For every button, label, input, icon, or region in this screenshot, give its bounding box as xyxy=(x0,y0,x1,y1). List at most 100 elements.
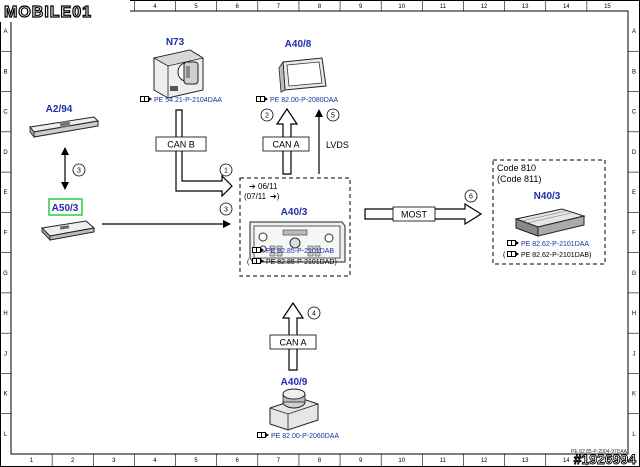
a40-9-label: A40/9 xyxy=(281,377,308,388)
connection-number-circle xyxy=(307,306,321,320)
watermark-text: #1926994 xyxy=(574,451,637,467)
n40-3-code2: (Code 811) xyxy=(497,174,541,184)
grid-column-label: 2 xyxy=(71,458,75,464)
grid-row-label: J xyxy=(4,351,7,357)
a40-3-ref2-paren: ( xyxy=(247,259,250,266)
grid-column-label: 3 xyxy=(112,458,116,464)
grid-column-label: 8 xyxy=(318,458,322,464)
n40-3-code1: Code 810 xyxy=(497,163,536,173)
a2-94-label: A2/94 xyxy=(46,104,73,115)
n40-3-label: N40/3 xyxy=(534,191,561,202)
a40-3-date1: 06/11 xyxy=(258,182,278,191)
n40-3-ref2-paren: ( xyxy=(503,252,506,259)
can-a-bottom-label: CAN A xyxy=(279,338,306,348)
frame-inner xyxy=(10,10,629,455)
grid-row-label: D xyxy=(3,150,8,156)
grid-column-label: 13 xyxy=(522,458,529,464)
arrow-right-icon: ➔) xyxy=(270,192,280,201)
grid-row-label: J xyxy=(633,351,636,357)
grid-row-label: B xyxy=(3,69,7,75)
grid-column-label: 11 xyxy=(440,4,447,10)
n40-3-ref2: PE 82.62-P-2101DAB) xyxy=(521,252,591,259)
a40-9-ref: PE 82.00-P-2060DAA xyxy=(271,433,339,440)
a2-94-antenna-image xyxy=(29,116,100,139)
a50-3-label: A50/3 xyxy=(52,203,79,214)
grid-column-label: 1 xyxy=(30,458,34,464)
can-a-bottom-box xyxy=(269,334,317,350)
a40-3-ref2: PE 82.85-P-2101DAD) xyxy=(266,259,337,266)
grid-row-label: D xyxy=(632,150,637,156)
a40-9-controller-image xyxy=(269,388,319,431)
grid-column-label: 6 xyxy=(236,4,240,10)
connection-number-circle xyxy=(464,189,478,203)
can-a-top-box xyxy=(262,136,310,152)
grid-column-label: 12 xyxy=(481,458,488,464)
grid-column-label: 12 xyxy=(481,4,488,10)
grid-row-label: E xyxy=(632,190,636,196)
grid-row-label: F xyxy=(632,231,636,237)
grid-column-label: 5 xyxy=(194,458,198,464)
connection-number-circle xyxy=(326,108,340,122)
grid-column-label: 11 xyxy=(440,458,447,464)
grid-column-label: 4 xyxy=(153,4,157,10)
most-box xyxy=(392,206,436,222)
footer-code: PE 82.85-P-2004-97DAA xyxy=(571,449,628,455)
grid-row-label: H xyxy=(632,311,636,317)
a40-8-label: A40/8 xyxy=(285,39,312,50)
logo-text: MOBILE01 xyxy=(4,4,92,21)
connection-number: 3 xyxy=(224,207,228,214)
grid-row-label: K xyxy=(3,392,7,398)
most-label: MOST xyxy=(401,210,428,220)
grid-column-label: 7 xyxy=(277,458,281,464)
grid-column-label: 8 xyxy=(318,4,322,10)
grid-column-label: 14 xyxy=(563,458,570,464)
grid-column-label: 10 xyxy=(398,4,405,10)
grid-row-label: C xyxy=(3,110,8,116)
connection-number-circle xyxy=(219,163,233,177)
a40-3-head-unit-image xyxy=(249,221,346,263)
grid-row-label: G xyxy=(3,271,8,277)
grid-column-label: 7 xyxy=(277,4,281,10)
lvds-label: LVDS xyxy=(326,140,349,150)
can-b-label: CAN B xyxy=(167,140,195,150)
can-a-top-label: CAN A xyxy=(272,140,299,150)
n40-3-amplifier-image xyxy=(514,208,586,237)
grid-column-label: 4 xyxy=(153,458,157,464)
grid-row-label: L xyxy=(632,432,636,438)
grid-column-label: 13 xyxy=(522,4,529,10)
a40-3-label: A40/3 xyxy=(281,207,308,218)
a40-8-ref: PE 82.00-P-2080DAA xyxy=(270,97,338,104)
connection-number-circle xyxy=(260,108,274,122)
grid-column-label: 5 xyxy=(194,4,198,10)
grid-row-label: F xyxy=(4,231,8,237)
grid-column-label: 10 xyxy=(398,458,405,464)
a40-3-ref1: PE 82.85-P-2101DAB xyxy=(266,248,334,255)
connection-number-circle xyxy=(219,202,233,216)
connection-number-circle xyxy=(72,163,86,177)
grid-column-label: 6 xyxy=(236,458,240,464)
n40-3-ref1: PE 82.62-P-2101DAA xyxy=(521,241,589,248)
grid-column-label: 15 xyxy=(604,458,611,464)
a40-3-date2: (07/11 xyxy=(244,192,267,201)
grid-row-label: G xyxy=(632,271,637,277)
a50-3-highlight-box xyxy=(48,198,83,216)
grid-row-label: E xyxy=(3,190,7,196)
connection-number: 4 xyxy=(312,311,316,318)
grid-row-label: A xyxy=(3,29,7,35)
connection-number: 5 xyxy=(331,113,335,120)
grid-column-label: 9 xyxy=(359,4,363,10)
a50-3-module-image xyxy=(40,220,96,241)
grid-column-label: 14 xyxy=(563,4,570,10)
a40-3-arrow-icon: ➔ xyxy=(249,182,256,191)
grid-row-label: A xyxy=(632,29,636,35)
n73-ref: PE 54.21-P-2104DAA xyxy=(154,97,222,104)
mobile01-logo: MOBILE01 xyxy=(0,0,130,22)
a40-8-display-image xyxy=(278,57,327,93)
can-b-box xyxy=(155,136,207,152)
grid-row-label: K xyxy=(632,392,636,398)
n73-label: N73 xyxy=(166,37,185,48)
